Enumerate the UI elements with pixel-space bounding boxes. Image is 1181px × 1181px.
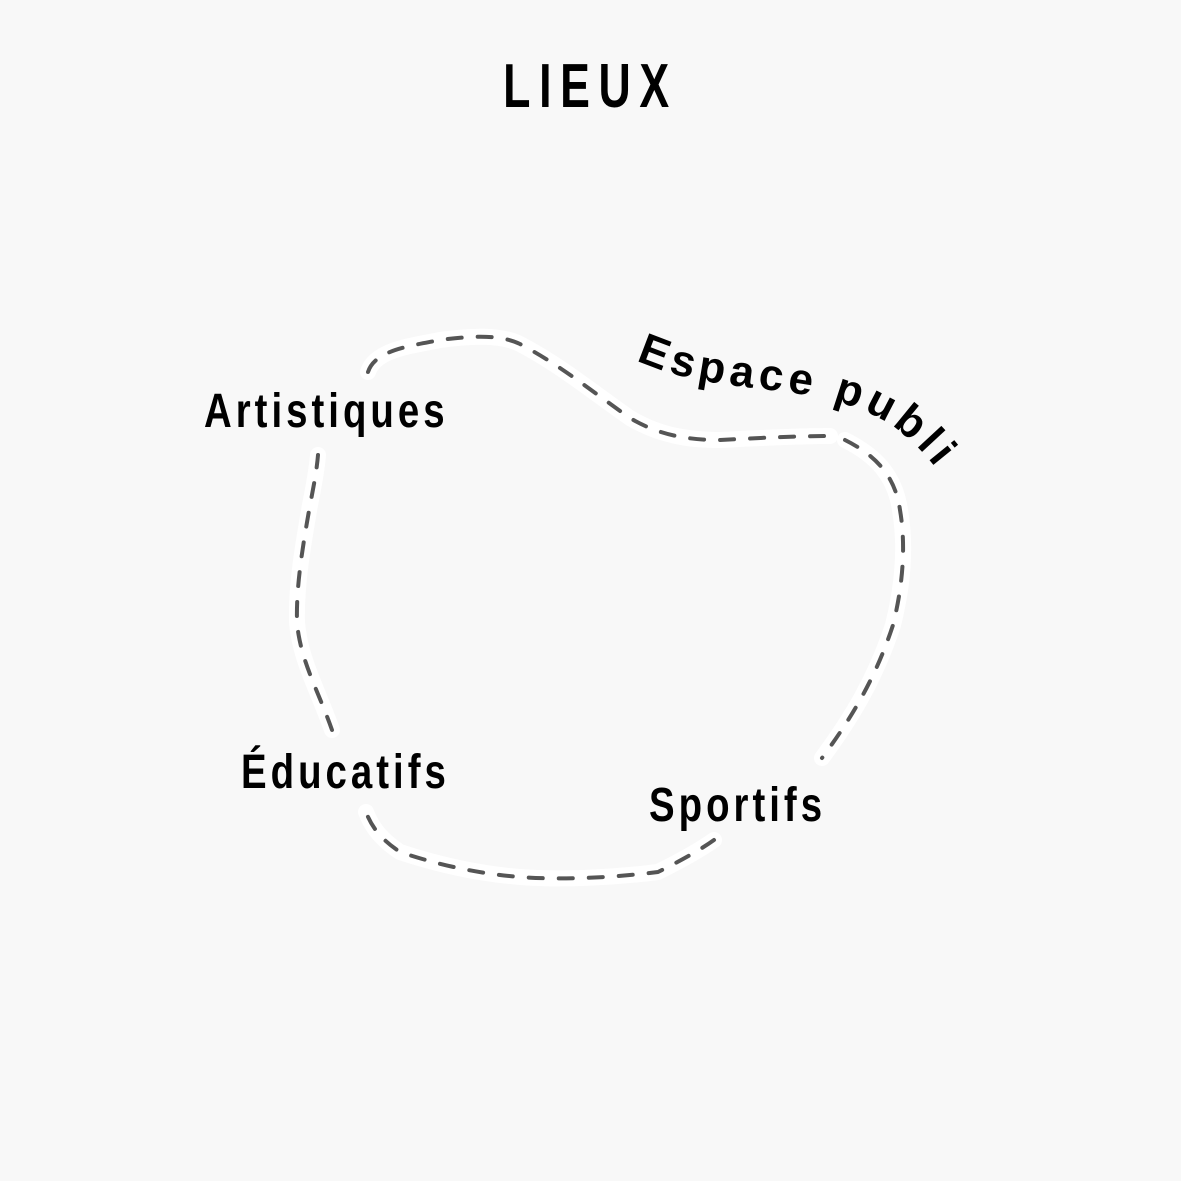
- label-artistiques: Artistiques: [204, 385, 449, 438]
- loop-segment-sportifs-to-educatifs: [364, 810, 716, 881]
- dashed-loop: [294, 334, 906, 881]
- label-educatifs: Éducatifs: [241, 746, 450, 799]
- loop-segment-artistiques-to-espace-public: [366, 334, 832, 442]
- halo-right-segment: [814, 432, 912, 766]
- loop-segment-educatifs-to-artistiques: [294, 453, 334, 732]
- label-sportifs: Sportifs: [649, 779, 827, 832]
- loop-segment-espace-public-to-sportifs: [820, 438, 906, 760]
- diagram-title: LIEUX: [503, 52, 678, 121]
